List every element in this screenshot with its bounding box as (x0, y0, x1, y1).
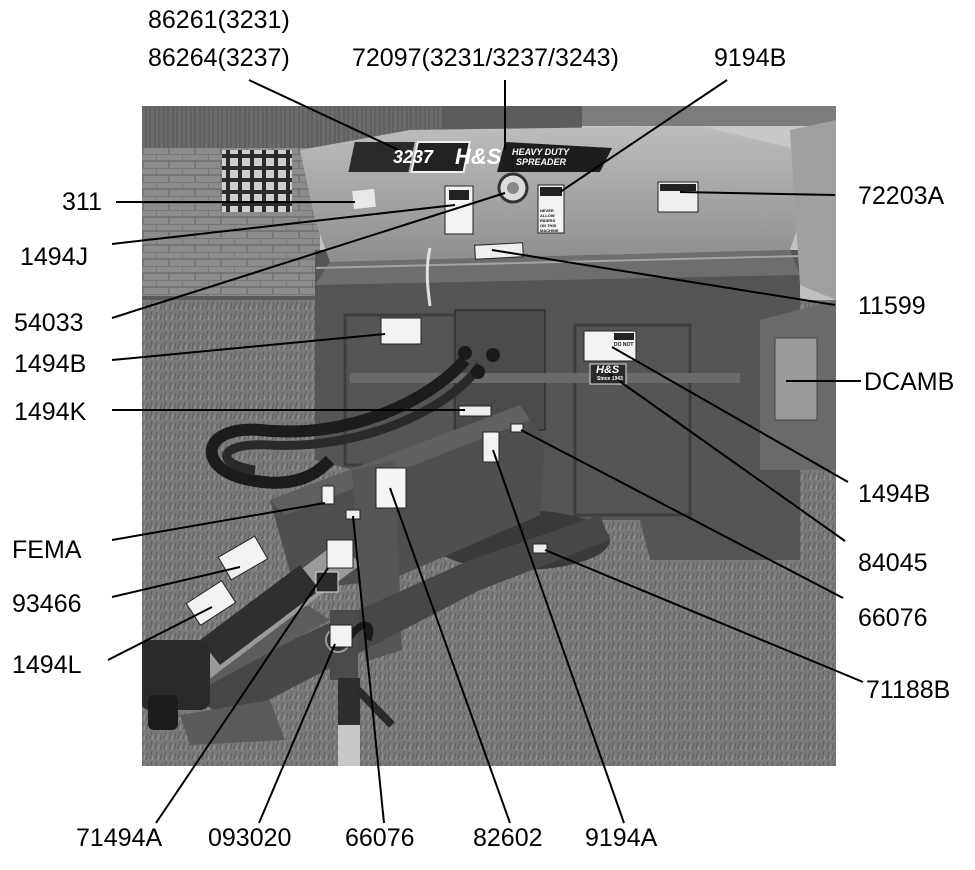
label-82602: 82602 (473, 824, 543, 852)
label-FEMA: FEMA (12, 536, 82, 564)
label-93466: 93466 (12, 590, 82, 618)
never-riders-decal: NEVER ALLOW RIDERS ON THIS MACHINE (540, 208, 559, 233)
label-093020: 093020 (208, 824, 292, 852)
label-11599: 11599 (858, 292, 926, 320)
label-54033: 54033 (14, 309, 84, 337)
side-logo-decal: H&S (596, 364, 620, 376)
label-66076-right: 66076 (858, 604, 928, 632)
label-DCAMB: DCAMB (864, 368, 955, 396)
label-66076-bottom: 66076 (345, 824, 415, 852)
brand-logo-decal: H&S (455, 144, 502, 169)
label-72097: 72097(3231/3237/3243) (352, 44, 619, 72)
label-72203A: 72203A (858, 182, 945, 210)
label-1494B-left: 1494B (14, 350, 87, 378)
tagline-line1: HEAVY DUTY (512, 147, 570, 157)
tagline-line2: SPREADER (516, 157, 567, 167)
label-1494K: 1494K (14, 398, 87, 426)
do-not-decal: DO NOT (614, 342, 634, 348)
label-9194A: 9194A (585, 824, 658, 852)
label-71188B: 71188B (866, 676, 951, 704)
side-logo-sub: Since 1943 (597, 376, 623, 382)
label-1494L: 1494L (12, 651, 82, 679)
label-1494J: 1494J (20, 243, 89, 271)
label-71494A: 71494A (76, 824, 163, 852)
model-number-decal: 3237 (393, 147, 434, 167)
label-9194B: 9194B (714, 44, 787, 72)
label-86264: 86264(3237) (148, 44, 290, 72)
label-86261: 86261(3231) (148, 6, 290, 34)
label-1494B-right: 1494B (858, 480, 931, 508)
leader-lines (107, 79, 864, 824)
label-84045: 84045 (858, 549, 928, 577)
label-311: 311 (62, 188, 102, 216)
